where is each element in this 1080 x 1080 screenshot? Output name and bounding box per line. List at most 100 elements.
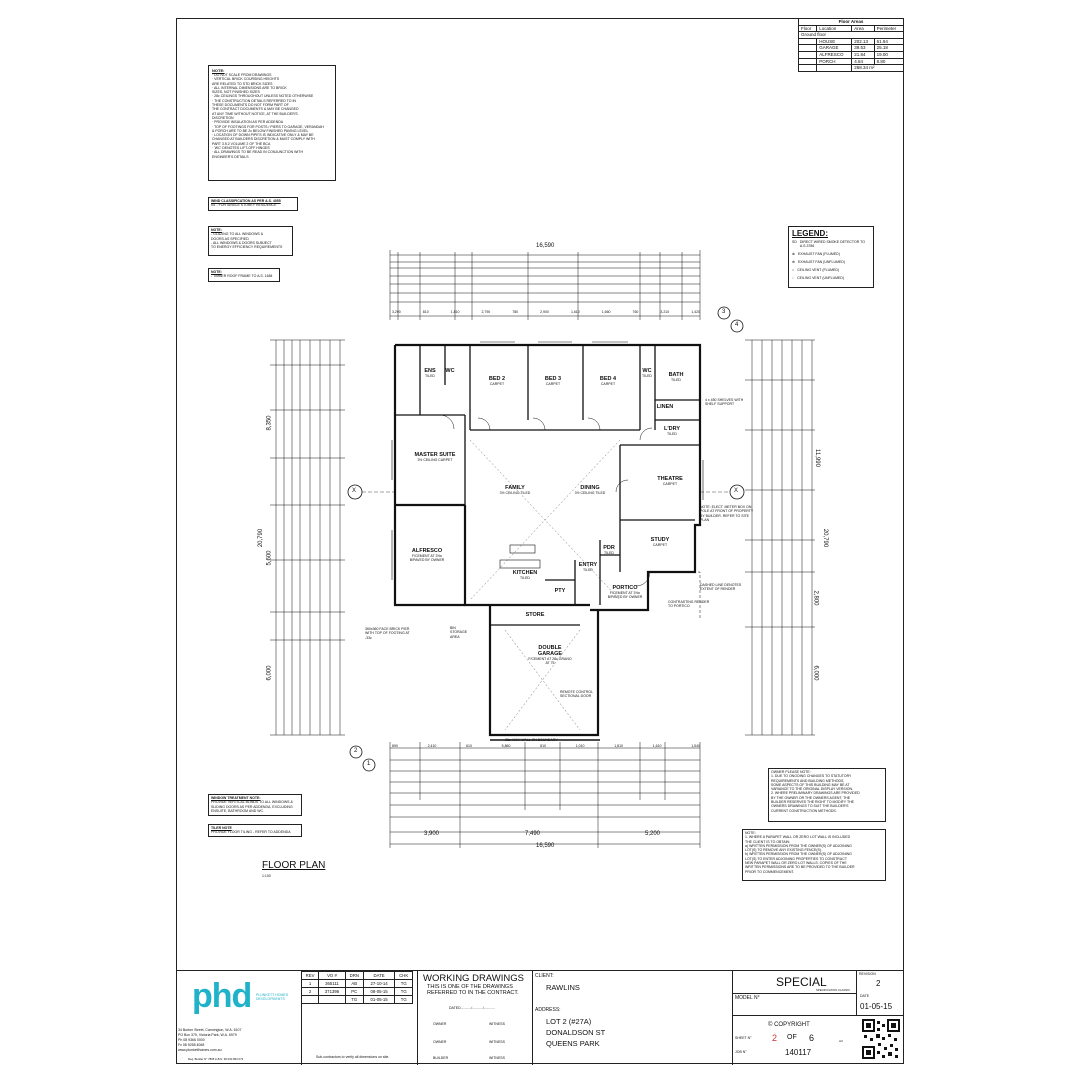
job-label: JOB N° [735, 1050, 747, 1054]
dim-bottom-subsegment: 890 [392, 744, 398, 748]
render-extent-note: DASHED LINE DENOTES EXTENT OF RENDER [700, 583, 742, 592]
dim-top-segment: 1,810 [450, 310, 460, 314]
note-line: AT ANY TIME WITHOUT NOTICE, AT THE BUILD… [212, 111, 298, 116]
parapet-note-line: 1. WHERE A PARAPET WALL OR ZERO LOT WALL… [745, 835, 851, 840]
company-phone: Ph 08 9366 0000 [178, 1038, 205, 1042]
parapet-note-line: LOT(S) TO REMOVE ANY EXISTING FENCE(S). [745, 848, 823, 853]
note-line: DISCRETION [212, 115, 234, 120]
notes-title: NOTE: [212, 68, 225, 73]
revision-row: 2 371396 PC 08-05-15 TG [300, 987, 413, 996]
room-name: LINEN [656, 404, 674, 410]
note-line: SIZES, NOT FINISHED SIZES [212, 90, 260, 95]
sheet-of: OF [787, 1034, 797, 1041]
left-dimension-chains [270, 339, 345, 736]
date-label: DATE [860, 994, 870, 998]
dim-bottom-subsegment: 610 [466, 744, 472, 748]
timber-note-title: NOTE: [211, 270, 222, 274]
elevation-label-4: 4 [735, 322, 739, 328]
note-line: THE CONTRACT DOCUMENTS & MAY BE CHANGED [212, 107, 299, 112]
tiler-note-text: PROVIDE FLOOR TILING - REFER TO ADDENDA [211, 830, 291, 835]
dated-line: DATED.........../.........../........... [449, 1006, 495, 1010]
dim-bottom-overall: 16,590 [536, 843, 555, 849]
note-line: CHANGED AT BUILDERS DISCRETION & MUST CO… [212, 137, 315, 142]
dim-top-segment: 1,660 [601, 310, 611, 314]
elevation-label-3: 3 [722, 309, 726, 315]
note-line: PART 3.5.2 VOLUME 2 OF THE BCA [212, 141, 271, 146]
legend-item: ○CEILING VENT (FLUMED) [792, 268, 870, 272]
rev-cell: 365111 [318, 979, 346, 988]
section-label-right: X [734, 488, 739, 494]
room-name: KITCHEN [512, 570, 538, 576]
room-finish: CARPET [600, 382, 616, 386]
dim-bottom-seg: 7,490 [525, 831, 541, 837]
windows [391, 341, 704, 580]
doors [439, 414, 653, 587]
note-line: · ALL DRAWINGS TO BE READ IN CONJUNCTION… [212, 150, 304, 155]
dim-bottom-seg: 5,200 [645, 831, 661, 837]
subcontractors-note: Sub-contractors to verify all dimensions… [316, 1055, 390, 1059]
dim-bottom-subsegment: 2,410 [427, 744, 437, 748]
ceiling-lines [469, 439, 621, 731]
note-line: · THE CONSTRUCTION DETAILS REFERRED TO I… [212, 98, 296, 103]
glazing-note-title: NOTE: [211, 228, 222, 232]
room-finish: F/CEMENT AT 28c GRANO AT 75 [528, 657, 572, 666]
floor-plan-title: FLOOR PLAN [262, 860, 326, 871]
note-line: · 'WC' DENOTES LIFT-OFF HINGES [212, 146, 270, 151]
title-block: phd PLUNKETT HOMES DEVELOPMENTS 34 Burto… [176, 970, 904, 1065]
rev-cell: AB [344, 979, 364, 988]
legend-label: EXHAUST FAN (UNFLUMED) [797, 259, 845, 264]
parapet-note: NOTE: 1. WHERE A PARAPET WALL OR ZERO LO… [742, 829, 886, 881]
wind-note: WIND CLASSIFICATION AS PER A.S. 4055 N1 … [208, 197, 298, 211]
owner-note-line: REQUIREMENTS AND BUILDING METHODS, [771, 778, 845, 783]
top-dimension-chains [389, 250, 701, 320]
floor-plan-scale: 1:100 [262, 874, 271, 878]
company-web: www.plunketthomes.com.au [178, 1048, 222, 1052]
rev-header: REV [300, 971, 320, 980]
qr-code [862, 1019, 900, 1059]
dim-top-segment: 780 [512, 310, 519, 314]
rev-cell: TG [394, 987, 413, 996]
dim-top-segment: 810 [422, 310, 429, 314]
sig-owner: OWNER [433, 1022, 447, 1026]
room-name: STUDY [650, 537, 670, 543]
rev-header: CHK [394, 971, 413, 980]
room-name: PDR [603, 545, 615, 551]
owner-note-line: SOME ASPECTS OF THIS BUILDING MAY BE AT [771, 782, 850, 787]
owner-note-line: 2. WHERE PRELIMINARY DRAWINGS ARE PROVID… [771, 791, 860, 796]
rev-cell: PC [344, 987, 364, 996]
note-line: & PORCH ARE TO BE 2c BELOW FINISHED PAVI… [212, 128, 309, 133]
room-finish: TILED [520, 576, 530, 580]
owner-note-line: CURRENT CONSTRUCTION METHODS. [771, 808, 837, 813]
room-name: ENS [424, 368, 436, 374]
rev-cell: 08-05-15 [362, 987, 396, 996]
floor-areas-table: Floor Areas Floor Location Area Perimete… [797, 18, 905, 72]
company-fax: Fx 08 9258 4068 [178, 1043, 205, 1047]
room-name: L'DRY [663, 426, 681, 432]
notes-list: · DO NOT SCALE FROM DRAWINGS· VERTICAL B… [212, 73, 332, 159]
room-finish: TILED [425, 374, 435, 378]
exhaust-fan-flumed-icon: ⊗ [792, 251, 795, 256]
elevation-marker-4 [730, 319, 744, 333]
room-finish: TILED [583, 568, 593, 572]
dim-bottom-subsegment: 1,610 [652, 744, 662, 748]
elevation-label-2: 2 [354, 748, 358, 754]
boundary-label: 28c HIGH WALL ON BOUNDARY [505, 738, 558, 742]
section-marker-right [729, 484, 745, 500]
revision-row: 1 365111 AB 27-10-14 TG [300, 979, 413, 988]
client-label: CLIENT: [535, 973, 554, 979]
room-name: FAMILY [505, 485, 525, 491]
room-name: BED 3 [544, 376, 562, 382]
room-name: BED 4 [599, 376, 617, 382]
room-finish: 3½ CEILING CARPET [417, 458, 453, 462]
glazing-line: DOORS AS SPECIFIED [211, 236, 249, 241]
note-line: · ALL INTERNAL DIMENSIONS ARE TO BRICK [212, 85, 287, 90]
legend-item: ⊕EXHAUST FAN (UNFLUMED) [792, 260, 870, 264]
room-name: THEATRE [657, 476, 683, 482]
sig-witness: WITNESS [489, 1040, 505, 1044]
